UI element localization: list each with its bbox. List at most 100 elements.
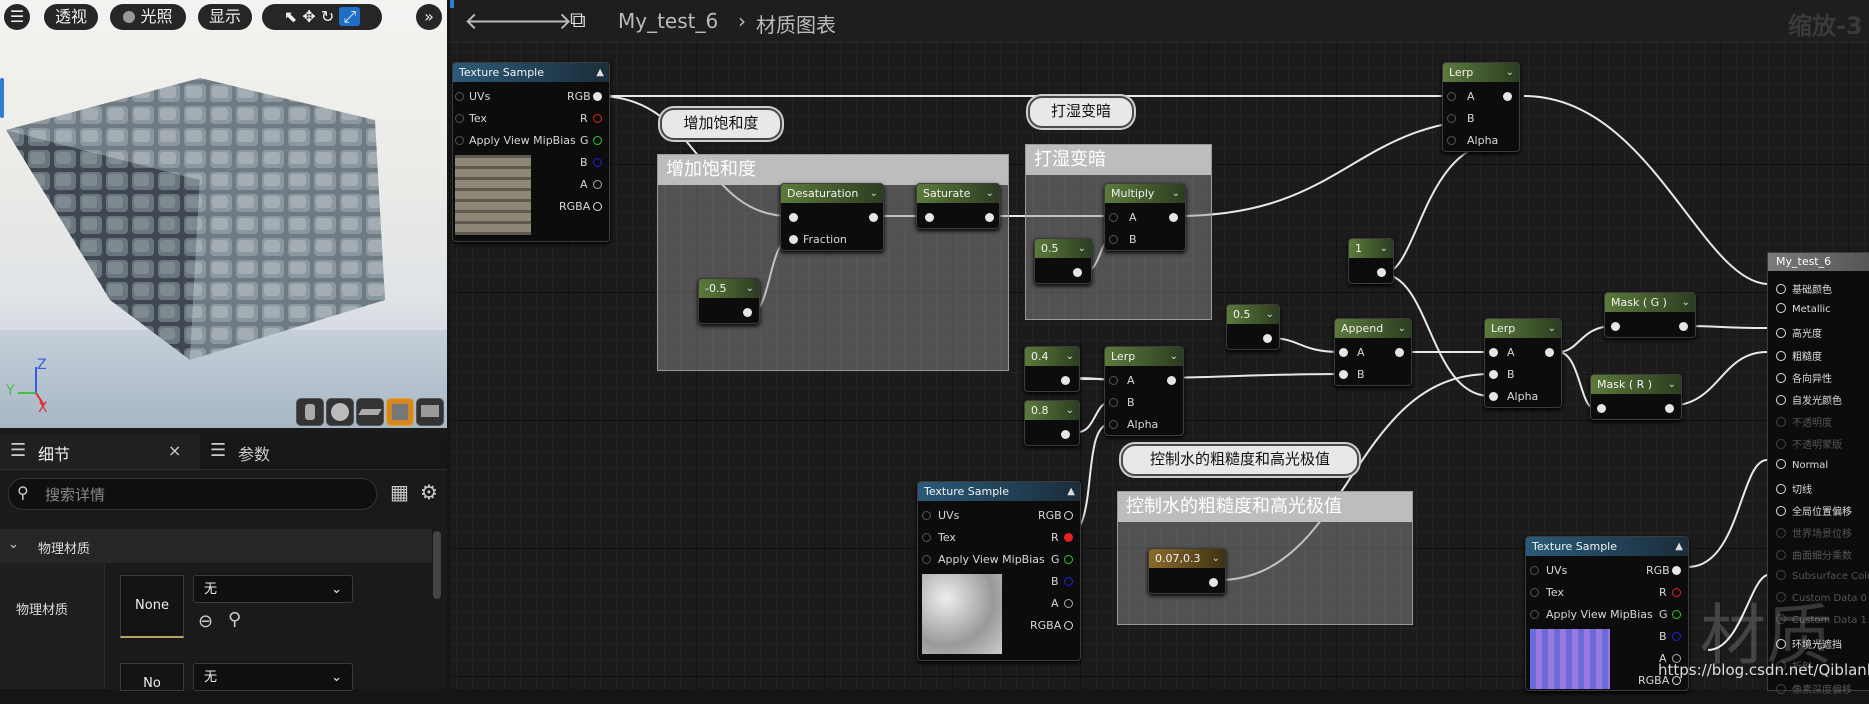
material-pin[interactable]: Subsurface Color (1776, 569, 1869, 582)
material-pin[interactable]: 自发光颜色 (1776, 392, 1842, 407)
node-constant-05-a[interactable]: 0.5⌄ (1034, 238, 1092, 284)
chevron-down-icon[interactable]: ⌄ (985, 188, 994, 199)
pin-b[interactable] (1672, 632, 1681, 641)
node-multiply[interactable]: Multiply⌄ A B (1104, 183, 1186, 251)
pin-a[interactable] (1489, 348, 1498, 357)
pin-output[interactable] (985, 213, 994, 222)
custom-mesh-preview-button[interactable] (416, 398, 444, 426)
pin-a[interactable] (1109, 376, 1118, 385)
perspective-button[interactable]: 透视 (44, 4, 98, 30)
pin-uvs[interactable] (922, 511, 931, 520)
node-mask-g[interactable]: Mask ( G )⌄ (1604, 292, 1696, 338)
collapse-icon[interactable]: ▲ (596, 67, 604, 78)
node-saturate[interactable]: Saturate⌄ (916, 183, 1000, 229)
material-pin[interactable]: 各向异性 (1776, 370, 1832, 385)
pin-a[interactable] (593, 180, 602, 189)
pin-output[interactable] (1167, 376, 1176, 385)
material-pin[interactable]: 折射 (1776, 658, 1812, 673)
chevron-down-icon[interactable]: ⌄ (1265, 309, 1274, 320)
comment-bubble-roughness[interactable]: 控制水的粗糙度和高光极值 (1121, 444, 1359, 476)
pin-tex[interactable] (922, 533, 931, 542)
collapse-icon[interactable]: ▲ (1067, 486, 1075, 497)
pin-a[interactable] (1339, 348, 1348, 357)
tab-params[interactable]: 参数 (238, 445, 271, 464)
chevron-down-icon[interactable]: ⌄ (1169, 351, 1178, 362)
details-scrollbar[interactable] (433, 531, 441, 599)
pin-output[interactable] (1377, 268, 1386, 277)
material-pin[interactable]: 全局位置偏移 (1776, 503, 1852, 518)
sphere-preview-button[interactable] (326, 398, 354, 426)
pin-rgb[interactable] (593, 92, 602, 101)
forward-arrow-icon[interactable]: 🡒 (508, 7, 573, 35)
scale-icon[interactable]: ⤢ (339, 7, 361, 26)
pin-a[interactable] (1109, 213, 1118, 222)
back-arrow-icon[interactable]: 🡐 (464, 7, 529, 35)
close-icon[interactable]: × (168, 441, 182, 460)
chevron-down-icon[interactable]: ⌄ (745, 283, 754, 294)
node-constant-08[interactable]: 0.8⌄ (1024, 400, 1080, 446)
chevron-down-icon[interactable]: ⌄ (869, 188, 878, 199)
pin-uvs[interactable] (455, 92, 464, 101)
pin-b[interactable] (593, 158, 602, 167)
cube-preview-button[interactable] (386, 398, 414, 426)
material-pin[interactable]: Normal (1776, 458, 1828, 471)
pin-tex[interactable] (1530, 588, 1539, 597)
rotate-icon[interactable]: ↻ (320, 7, 335, 26)
pin-output[interactable] (1061, 376, 1070, 385)
pin-rgb[interactable] (1064, 511, 1073, 520)
node-texture-sample-3[interactable]: Texture Sample▲ UVs Tex Apply View MipBi… (1525, 536, 1689, 691)
material-pin[interactable]: 不透明度 (1776, 414, 1832, 429)
chevron-down-icon[interactable]: ⌄ (1065, 405, 1074, 416)
chevron-down-icon[interactable]: ⌄ (1065, 351, 1074, 362)
comment-bubble-wet-darken[interactable]: 打湿变暗 (1028, 96, 1134, 128)
pin-output[interactable] (1209, 578, 1218, 587)
cylinder-preview-button[interactable] (296, 398, 324, 426)
table-view-icon[interactable]: ▦ (390, 480, 409, 504)
node-constant-1[interactable]: 1⌄ (1348, 238, 1394, 284)
move-icon[interactable]: ✥ (302, 7, 316, 26)
gear-icon[interactable]: ⚙ (420, 480, 438, 504)
node-constant-neg05[interactable]: -0.5⌄ (698, 278, 760, 324)
pin-g[interactable] (1064, 555, 1073, 564)
node-lerp-low[interactable]: Lerp⌄ A B Alpha (1104, 346, 1184, 436)
pin-mipbias[interactable] (1530, 610, 1539, 619)
material-pin[interactable]: Custom Data 0 (1776, 591, 1867, 604)
pin-output[interactable] (1169, 213, 1178, 222)
pin-r[interactable] (1672, 588, 1681, 597)
pin-r[interactable] (593, 114, 602, 123)
breadcrumb-project[interactable]: My_test_6 (618, 9, 719, 33)
chevron-down-icon[interactable]: ⌄ (1681, 297, 1690, 308)
pin-output[interactable] (1665, 404, 1674, 413)
node-lerp-top[interactable]: Lerp⌄ A B Alpha (1442, 62, 1520, 152)
material-pin[interactable]: 粗糙度 (1776, 348, 1822, 363)
plane-preview-button[interactable] (356, 398, 384, 426)
node-append[interactable]: Append⌄ A B (1334, 318, 1412, 386)
pin-g[interactable] (1672, 610, 1681, 619)
pin-output[interactable] (1545, 348, 1554, 357)
chevron-down-icon[interactable]: ⌄ (1667, 379, 1676, 390)
viewport-expand-button[interactable]: » (416, 4, 442, 30)
browse-back-icon[interactable]: ⊖ (198, 611, 214, 632)
node-constant-04[interactable]: 0.4⌄ (1024, 346, 1080, 392)
pin-b[interactable] (1064, 577, 1073, 586)
pin-output[interactable] (1503, 92, 1512, 101)
viewport-menu-button[interactable]: ☰ (4, 4, 30, 30)
tab-details[interactable]: 细节 (38, 445, 71, 464)
pin-output[interactable] (1395, 348, 1404, 357)
material-pin[interactable]: 曲面细分乘数 (1776, 547, 1852, 562)
pin-mipbias[interactable] (455, 136, 464, 145)
pin-b[interactable] (1109, 235, 1118, 244)
node-mask-r[interactable]: Mask ( R )⌄ (1590, 374, 1682, 420)
chevron-down-icon[interactable]: ⌄ (1379, 243, 1388, 254)
pin-g[interactable] (593, 136, 602, 145)
chevron-down-icon[interactable]: ⌄ (1171, 188, 1180, 199)
node-texture-sample-2[interactable]: Texture Sample▲ UVs Tex Apply View MipBi… (917, 481, 1081, 661)
pin-output[interactable] (1061, 430, 1070, 439)
pin-fraction[interactable] (789, 235, 798, 244)
pin-b[interactable] (1447, 114, 1456, 123)
material-pin[interactable]: Custom Data 1 (1776, 614, 1867, 626)
pin-a[interactable] (1064, 599, 1073, 608)
material-pin[interactable]: 像素深度偏移 (1776, 681, 1852, 696)
pin-b[interactable] (1109, 398, 1118, 407)
chevron-down-icon[interactable]: ⌄ (1211, 553, 1220, 564)
